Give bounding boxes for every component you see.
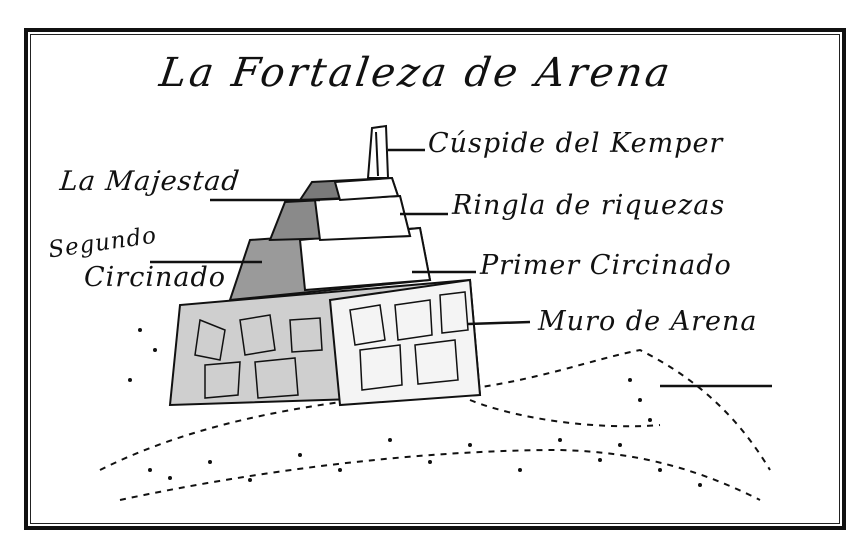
diagram-title: La Fortaleza de Arena	[156, 50, 676, 96]
sand-stipple	[128, 328, 702, 487]
inner-frame	[30, 34, 840, 524]
fortress	[168, 124, 482, 407]
label-muro-de-arena: Muro de Arena	[538, 306, 758, 337]
leader-lines	[150, 148, 531, 326]
sand-mound	[99, 348, 771, 501]
label-primer-circinado: Primer Circinado	[480, 250, 732, 281]
label-cuspide: Cúspide del Kemper	[428, 128, 724, 159]
label-la-majestad: La Majestad	[58, 166, 242, 197]
outer-frame	[24, 28, 846, 530]
label-circinado: Circinado	[84, 262, 226, 293]
label-ringla: Ringla de riquezas	[452, 190, 726, 221]
